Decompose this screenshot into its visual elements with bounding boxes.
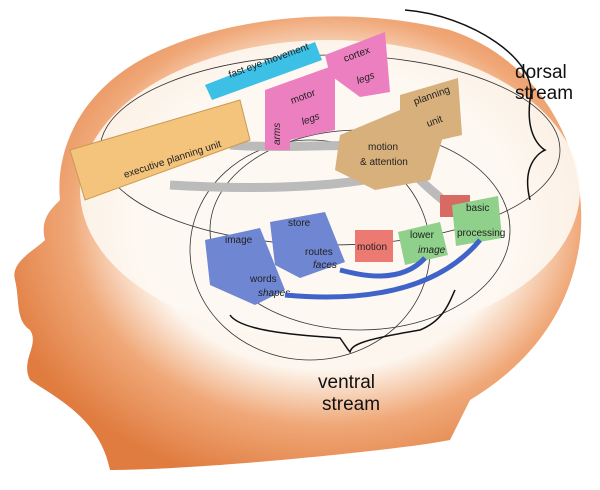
svg-text:stream: stream — [515, 83, 573, 104]
svg-text:dorsal: dorsal — [515, 62, 567, 83]
svg-text:ventral: ventral — [318, 372, 375, 393]
routes-faces-module: store routes faces — [270, 212, 345, 278]
svg-text:store: store — [288, 218, 311, 229]
motion-module: motion — [355, 230, 393, 262]
svg-text:shapes: shapes — [258, 288, 290, 299]
svg-text:image: image — [418, 245, 446, 256]
svg-text:faces: faces — [313, 260, 337, 271]
ventral-brace — [229, 289, 456, 354]
basic-processing-module: basic processing — [452, 196, 505, 246]
svg-text:basic: basic — [466, 203, 489, 214]
svg-text:stream: stream — [322, 394, 380, 415]
svg-text:motion: motion — [357, 242, 387, 253]
motion-attention-module: motion & attention — [335, 110, 445, 190]
svg-text:unit: unit — [425, 114, 444, 130]
svg-text:routes: routes — [305, 247, 333, 258]
image-store-module: image words shapes — [205, 228, 290, 305]
dorsal-brace — [404, 9, 547, 201]
svg-text:lower: lower — [410, 230, 435, 241]
svg-text:words: words — [249, 274, 277, 285]
planning-unit-module: planning unit — [400, 78, 462, 140]
svg-text:processing: processing — [457, 228, 505, 239]
svg-text:& attention: & attention — [360, 157, 408, 168]
lower-image-module: lower image — [398, 222, 448, 265]
svg-text:image: image — [225, 235, 253, 246]
ventral-arrows — [284, 238, 482, 300]
svg-text:arms: arms — [272, 123, 283, 145]
svg-text:motion: motion — [368, 142, 398, 153]
cortex-legs-module: cortex legs — [325, 32, 390, 97]
motor-legs-module: motor legs arms — [265, 65, 335, 150]
